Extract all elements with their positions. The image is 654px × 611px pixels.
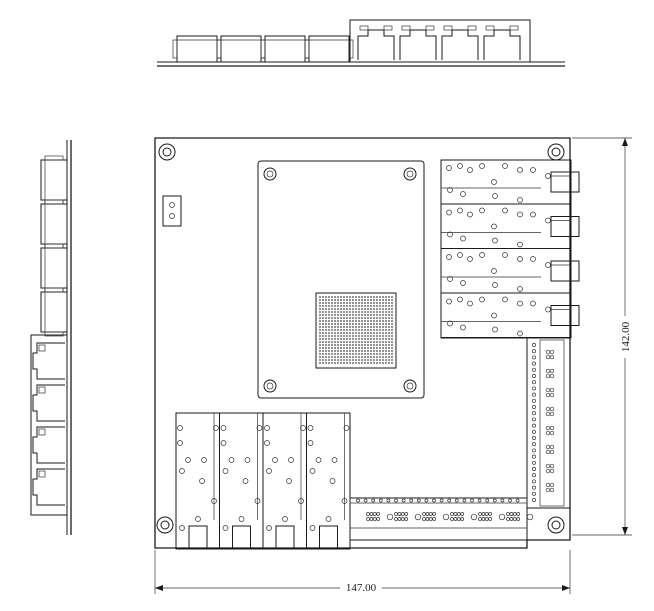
- mounting-hole-bottom-left: [156, 516, 174, 534]
- left-sfp-cage: [40, 243, 68, 293]
- bottom-connector-strip: [349, 497, 534, 541]
- top-sfp-cage: [260, 35, 310, 63]
- width-dimension: 147.00: [154, 550, 571, 594]
- bottom-strip-pads: [356, 498, 534, 521]
- board-top-view: [154, 137, 580, 550]
- bottom-sfp-module: [306, 413, 350, 550]
- right-strip-outline: [526, 337, 571, 509]
- bga-ball-grid: [319, 296, 393, 364]
- bottom-sfp-module: [262, 413, 306, 550]
- left-side-view: [30, 140, 72, 535]
- left-rj45-port: [32, 468, 65, 506]
- top-view-rj45-group: [357, 25, 521, 60]
- bottom-sfp-group: [177, 413, 350, 550]
- bottom-sfp-row: [175, 412, 351, 550]
- height-dimension-label: 142.00: [620, 321, 632, 352]
- bottom-sfp-module: [177, 413, 219, 550]
- top-sfp-cage: [304, 35, 354, 63]
- left-sfp-cage: [40, 199, 68, 249]
- right-sfp-module: [441, 207, 580, 249]
- right-strip-pads: [532, 343, 555, 502]
- right-sfp-module: [441, 296, 580, 338]
- left-view-rj45-group: [32, 342, 65, 506]
- board-outline: [154, 137, 571, 549]
- top-view-rj45-block: [349, 19, 531, 63]
- left-rj45-port: [32, 426, 65, 464]
- right-strip-inner: [539, 339, 565, 507]
- right-sfp-module: [441, 163, 580, 205]
- right-connector-strip: [526, 337, 571, 509]
- right-sfp-module: [441, 252, 580, 294]
- top-side-view: [157, 19, 565, 67]
- top-rj45-port: [399, 25, 437, 60]
- mounting-hole-top-right: [547, 143, 565, 161]
- power-header: [162, 195, 182, 227]
- right-sfp-group: [441, 163, 580, 338]
- bottom-sfp-module: [219, 413, 263, 550]
- left-view-rj45-block: [30, 334, 68, 516]
- left-sfp-cage: [40, 155, 68, 205]
- heatsink-plate: [257, 160, 425, 399]
- left-rj45-port: [32, 342, 65, 380]
- top-rj45-port: [441, 25, 479, 60]
- height-dimension: 142.00: [572, 137, 633, 536]
- top-rj45-port: [483, 25, 521, 60]
- mounting-hole-top-left: [158, 143, 176, 161]
- top-view-sfp-group: [172, 35, 354, 63]
- left-view-sfp-group: [40, 155, 68, 337]
- bottom-strip-outline: [349, 497, 528, 541]
- mounting-hole-bottom-right: [547, 516, 565, 534]
- right-sfp-column: [440, 159, 580, 339]
- width-dimension-label: 147.00: [346, 582, 377, 594]
- top-sfp-cage: [172, 35, 222, 63]
- bga-chip: [315, 292, 397, 369]
- left-rj45-port: [32, 384, 65, 422]
- top-sfp-cage: [216, 35, 266, 63]
- left-sfp-cage: [40, 287, 68, 337]
- top-rj45-port: [357, 25, 395, 60]
